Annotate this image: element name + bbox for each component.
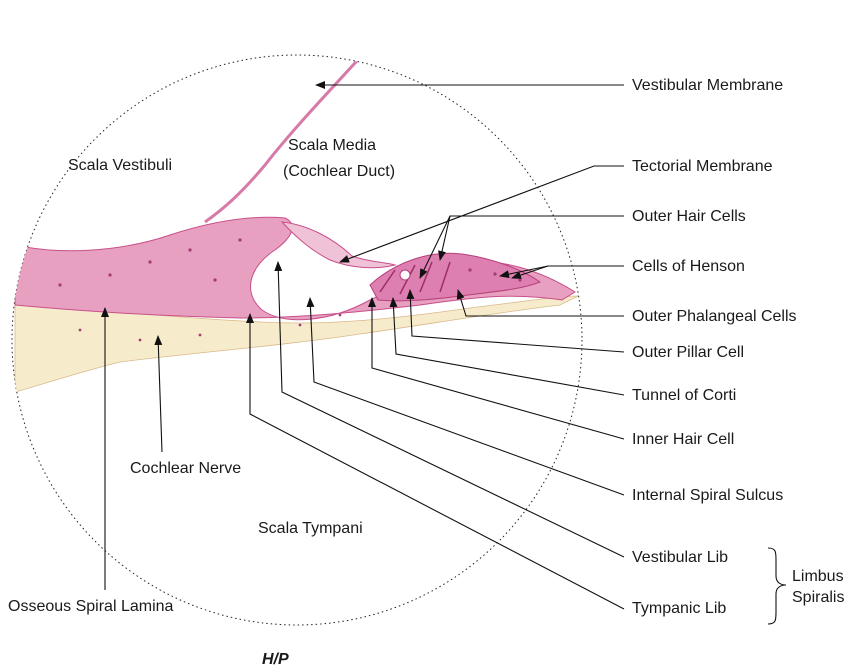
leader-tectorial-membrane <box>340 166 624 262</box>
vestibular-lib-label: Vestibular Lib <box>632 549 728 566</box>
scala-media-label-line2: (Cochlear Duct) <box>283 163 395 180</box>
osseous-spiral-lamina-label: Osseous Spiral Lamina <box>8 598 174 615</box>
outer-pillar-cell-label: Outer Pillar Cell <box>632 344 744 361</box>
inner-hair-cell-label: Inner Hair Cell <box>632 431 734 448</box>
scala-tympani-label: Scala Tympani <box>258 520 363 537</box>
leader-tunnel-of-corti <box>393 298 624 395</box>
outer-hair-cells-label: Outer Hair Cells <box>632 208 746 225</box>
limbus-label-line2: Spiralis <box>792 589 844 606</box>
tunnel-shape <box>400 270 410 280</box>
leader-vestibular-lib <box>278 262 624 557</box>
limbus-label-line1: Limbus <box>792 568 844 585</box>
leader-tympanic-lib <box>250 314 624 609</box>
tectorial-membrane-shape <box>282 222 395 268</box>
tympanic-lib-label: Tympanic Lib <box>632 600 726 617</box>
cochlear-nerve-label: Cochlear Nerve <box>130 460 241 477</box>
cells-of-henson-label: Cells of Henson <box>632 258 745 275</box>
limbus-brace <box>768 548 786 624</box>
outer-phalangeal-cells-label: Outer Phalangeal Cells <box>632 308 797 325</box>
tissue-section <box>15 22 578 392</box>
leader-outer-hair-cells-a <box>440 216 624 260</box>
tectorial-membrane-label: Tectorial Membrane <box>632 158 773 175</box>
internal-spiral-sulcus-label: Internal Spiral Sulcus <box>632 487 783 504</box>
scala-vestibuli-label: Scala Vestibuli <box>68 157 172 174</box>
vestibular-membrane-shape <box>205 22 392 222</box>
tunnel-of-corti-label: Tunnel of Corti <box>632 387 736 404</box>
footer-code: H/P <box>262 651 289 668</box>
vestibular-membrane-label: Vestibular Membrane <box>632 77 783 94</box>
scala-media-label-line1: Scala Media <box>288 137 376 154</box>
